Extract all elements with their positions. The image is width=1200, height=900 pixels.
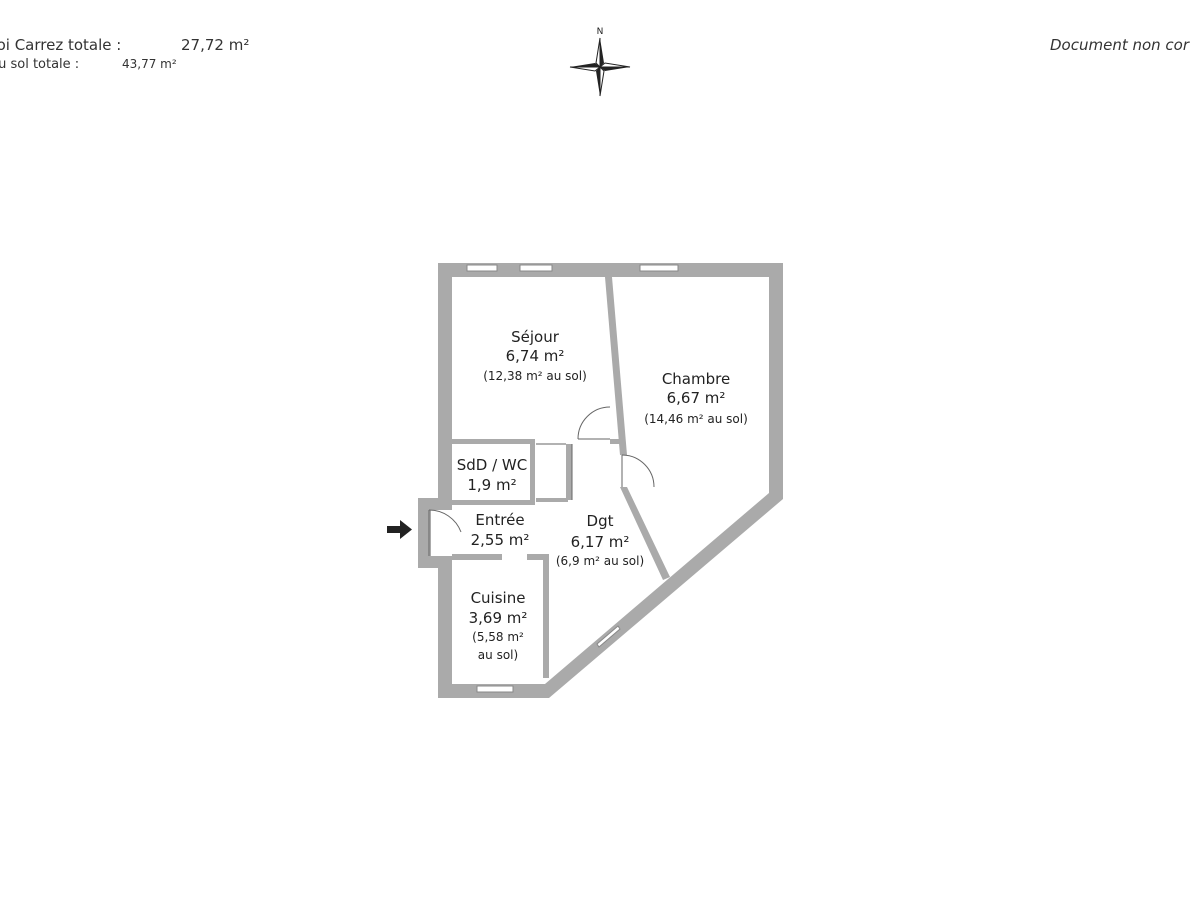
interior-partitions xyxy=(452,277,670,678)
entrance-arrow-icon xyxy=(387,520,412,539)
room-chambre-area: 6,67 m² xyxy=(667,389,726,407)
room-cuisine-area: 3,69 m² xyxy=(469,609,528,627)
windows xyxy=(466,264,679,693)
room-entree-name: Entrée xyxy=(475,511,524,529)
total-floor-area: e au sol totale : 43,77 m² xyxy=(0,57,177,72)
total-carrez-label: cie loi Carrez totale : xyxy=(0,36,122,54)
disclaimer-text: Document non cor xyxy=(1050,36,1190,54)
interior-space xyxy=(431,277,769,684)
room-cuisine-floor-area-line1: (5,58 m² xyxy=(472,630,524,644)
room-dgt-floor-area: (6,9 m² au sol) xyxy=(556,554,644,568)
room-sejour-area: 6,74 m² xyxy=(506,347,565,365)
room-sdd-wc-area: 1,9 m² xyxy=(467,476,516,494)
total-carrez-value: 27,72 m² xyxy=(181,36,250,54)
room-entree-area: 2,55 m² xyxy=(471,531,530,549)
compass-north-label: N xyxy=(597,27,604,37)
total-floor-label: e au sol totale : xyxy=(0,57,80,72)
room-chambre-name: Chambre xyxy=(662,370,730,388)
room-sejour-name: Séjour xyxy=(511,328,560,346)
room-cuisine-name: Cuisine xyxy=(471,589,526,607)
room-chambre: Chambre 6,67 m² (14,46 m² au sol) xyxy=(644,370,748,426)
total-carrez-area: cie loi Carrez totale : 27,72 m² xyxy=(0,36,249,54)
room-sejour-floor-area: (12,38 m² au sol) xyxy=(483,369,587,383)
room-dgt-area: 6,17 m² xyxy=(571,533,630,551)
room-sdd-wc-name: SdD / WC xyxy=(457,456,528,474)
total-floor-value: 43,77 m² xyxy=(122,57,177,71)
room-cuisine: Cuisine 3,69 m² (5,58 m² au sol) xyxy=(469,589,528,662)
room-entree: Entrée 2,55 m² xyxy=(471,511,530,549)
room-dgt-name: Dgt xyxy=(587,512,614,530)
door-swings xyxy=(428,406,655,556)
room-cuisine-floor-area-line2: au sol) xyxy=(478,648,518,662)
compass-rose-icon: N xyxy=(569,27,631,97)
room-chambre-floor-area: (14,46 m² au sol) xyxy=(644,412,748,426)
room-dgt: Dgt 6,17 m² (6,9 m² au sol) xyxy=(556,512,644,568)
room-sdd-wc: SdD / WC 1,9 m² xyxy=(457,456,528,494)
room-sejour: Séjour 6,74 m² (12,38 m² au sol) xyxy=(483,328,587,383)
